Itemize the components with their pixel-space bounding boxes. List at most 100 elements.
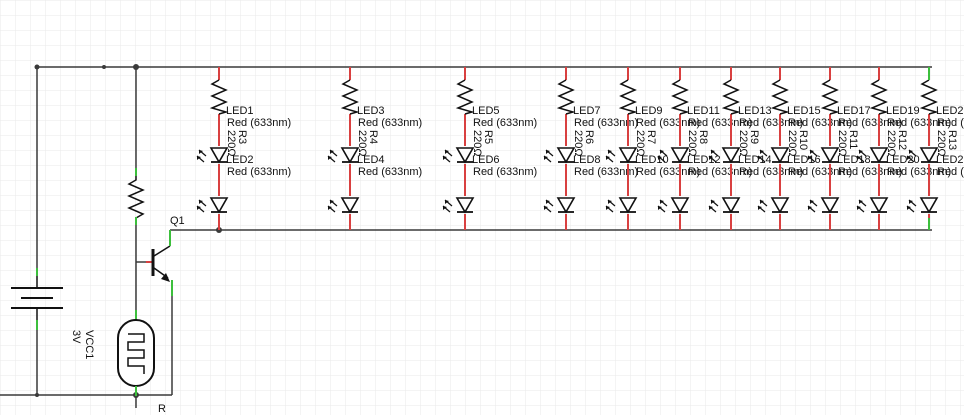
led-bottom-label: LED22 — [936, 154, 964, 166]
led-top-color-label: Red (633nm) — [739, 117, 803, 129]
led-top-color-label: Red (633nm) — [227, 117, 291, 129]
resistor-value-label: 220Ω — [471, 130, 483, 157]
led-bottom-color-label: Red (633nm) — [574, 166, 638, 178]
led-bottom-label: LED10 — [635, 154, 669, 166]
led-symbol[interactable] — [657, 197, 690, 214]
branch-resistor[interactable] — [770, 79, 790, 115]
branch-resistor[interactable] — [618, 79, 638, 115]
led-bottom-color-label: Red (633nm) — [838, 166, 902, 178]
resistor-value-label: 220Ω — [737, 130, 749, 157]
bias-resistor[interactable] — [127, 168, 145, 225]
led-symbol[interactable] — [757, 147, 790, 164]
led-symbol[interactable] — [605, 147, 638, 164]
led-symbol[interactable] — [327, 197, 360, 214]
led-bottom-label: LED8 — [573, 154, 601, 166]
battery-name-label: VCC1 — [83, 330, 95, 359]
led-bottom-color-label: Red (633nm) — [227, 166, 291, 178]
resistor-name-label: R12 — [896, 130, 908, 150]
led-bottom-label: LED12 — [687, 154, 721, 166]
junction-dot — [102, 65, 106, 69]
junction-dot — [133, 64, 139, 70]
resistor-value-label: 220Ω — [885, 130, 897, 157]
branch-resistor[interactable] — [455, 79, 475, 115]
led-top-color-label: Red (633nm) — [887, 117, 951, 129]
led-bottom-color-label: Red (633nm) — [887, 166, 951, 178]
branch-resistor[interactable] — [820, 79, 840, 115]
branch-resistor[interactable] — [340, 79, 360, 115]
led-symbol[interactable] — [807, 147, 840, 164]
ldr-symbol[interactable] — [117, 310, 155, 396]
branch-resistor[interactable] — [919, 79, 939, 115]
led-symbol[interactable] — [906, 197, 939, 214]
led-top-color-label: Red (633nm) — [937, 117, 964, 129]
led-symbol[interactable] — [543, 147, 576, 164]
resistor-value-label: 220Ω — [686, 130, 698, 157]
led-top-color-label: Red (633nm) — [636, 117, 700, 129]
led-symbol[interactable] — [657, 147, 690, 164]
led-top-color-label: Red (633nm) — [838, 117, 902, 129]
led-bottom-label: LED14 — [738, 154, 772, 166]
led-symbol[interactable] — [757, 197, 790, 214]
resistor-name-label: R8 — [697, 130, 709, 144]
led-bottom-label: LED2 — [226, 154, 254, 166]
resistor-name-label: R4 — [367, 130, 379, 144]
led-top-label: LED9 — [635, 105, 663, 117]
led-symbol[interactable] — [543, 197, 576, 214]
led-bottom-color-label: Red (633nm) — [739, 166, 803, 178]
led-bottom-label: LED16 — [787, 154, 821, 166]
resistor-value-label: 220Ω — [634, 130, 646, 157]
junction-dot — [35, 393, 39, 397]
led-bottom-label: LED4 — [357, 154, 385, 166]
led-top-color-label: Red (633nm) — [358, 117, 422, 129]
led-top-label: LED3 — [357, 105, 385, 117]
resistor-name-label: R3 — [236, 130, 248, 144]
resistor-name-label: R6 — [583, 130, 595, 144]
led-symbol[interactable] — [856, 147, 889, 164]
led-top-label: LED13 — [738, 105, 772, 117]
led-symbol[interactable] — [605, 197, 638, 214]
ldr-name-label: R — [158, 403, 166, 415]
led-symbol[interactable] — [708, 147, 741, 164]
led-symbol[interactable] — [906, 147, 939, 164]
led-symbol[interactable] — [196, 197, 229, 214]
resistor-name-label: R13 — [946, 130, 958, 150]
led-top-label: LED17 — [837, 105, 871, 117]
led-top-label: LED5 — [472, 105, 500, 117]
branch-resistor[interactable] — [869, 79, 889, 115]
branch-resistor[interactable] — [670, 79, 690, 115]
led-top-color-label: Red (633nm) — [473, 117, 537, 129]
resistor-value-label: 220Ω — [786, 130, 798, 157]
resistor-value-label: 220Ω — [836, 130, 848, 157]
resistor-value-label: 220Ω — [356, 130, 368, 157]
resistor-name-label: R11 — [847, 130, 859, 149]
transistor-q1[interactable] — [146, 230, 173, 296]
branch-resistor[interactable] — [556, 79, 576, 115]
battery-symbol[interactable] — [11, 268, 63, 330]
led-symbol[interactable] — [708, 197, 741, 214]
led-symbol[interactable] — [327, 147, 360, 164]
resistor-name-label: R9 — [748, 130, 760, 144]
branch-resistor[interactable] — [209, 79, 229, 115]
led-top-color-label: Red (633nm) — [574, 117, 638, 129]
led-symbol[interactable] — [807, 197, 840, 214]
branch-resistor[interactable] — [721, 79, 741, 115]
led-symbol[interactable] — [196, 147, 229, 164]
led-top-label: LED7 — [573, 105, 601, 117]
led-symbol[interactable] — [442, 147, 475, 164]
led-symbol[interactable] — [856, 197, 889, 214]
led-top-label: LED1 — [226, 105, 254, 117]
led-symbol[interactable] — [442, 197, 475, 214]
resistor-value-label: 220Ω — [225, 130, 237, 157]
led-branch: LED21Red (633nm)R13220ΩLED22Red (633nm) — [906, 67, 964, 230]
